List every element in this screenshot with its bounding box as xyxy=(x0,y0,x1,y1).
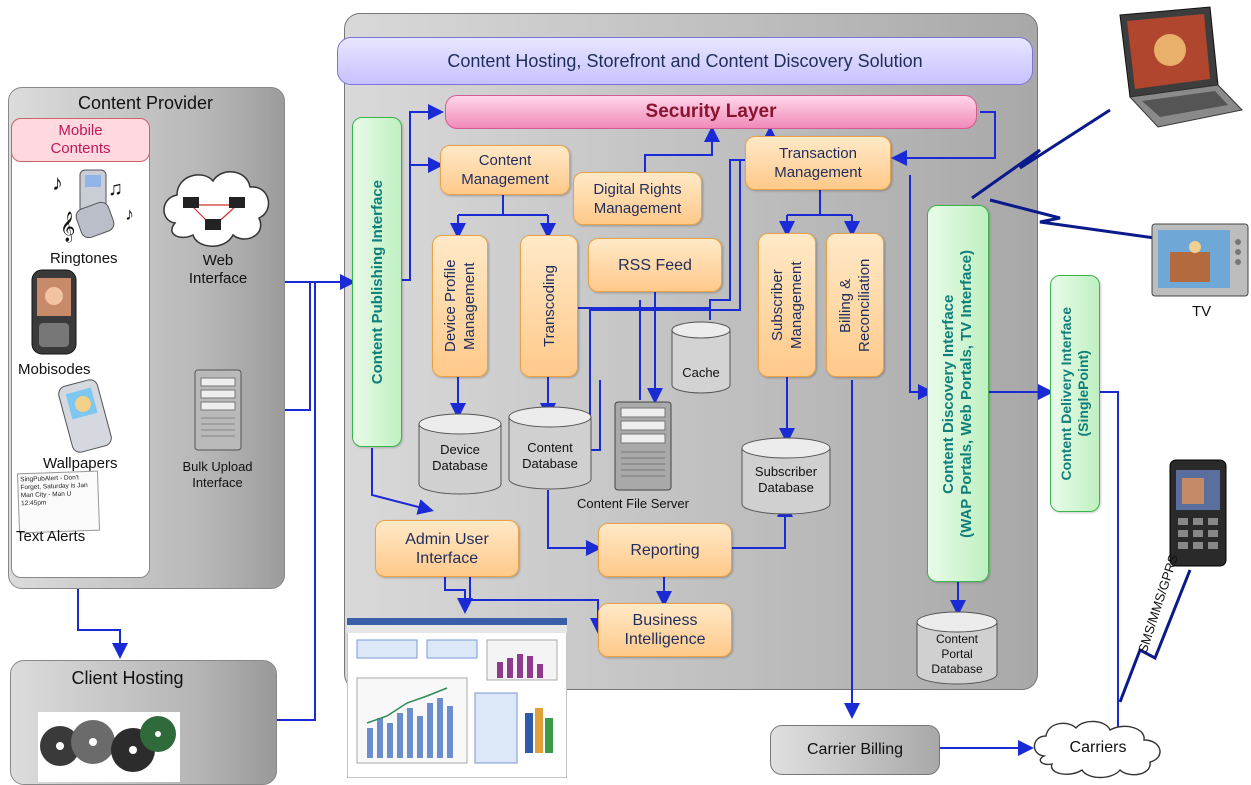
content-file-server-label: Content File Server xyxy=(577,496,689,511)
main-title: Content Hosting, Storefront and Content … xyxy=(337,37,1033,85)
web-interface-text: Web Interface xyxy=(188,252,248,287)
laptop-icon xyxy=(1119,6,1243,128)
content-discovery-line2: (WAP Portals, Web Portals, TV Interface) xyxy=(958,249,975,538)
business-intelligence-box: Business Intelligence xyxy=(598,603,732,657)
content-file-server-icon xyxy=(614,401,672,491)
device-profile-label: Device Profile Management xyxy=(442,259,478,353)
ringtones-phone-icon: ♪ ♫ ♪ 𝄞 xyxy=(52,169,134,243)
reporting-box: Reporting xyxy=(598,523,732,577)
transaction-management-label: Transaction Management xyxy=(774,145,862,181)
wallpapers-label: Wallpapers xyxy=(43,455,118,472)
transcoding-box: Transcoding xyxy=(520,235,578,377)
text-alert-sample: SingPubAlert - Don't Forget, Saturday is… xyxy=(16,470,101,534)
content-management-label: Content Management xyxy=(461,152,549,188)
text-alert-sample-text: SingPubAlert - Don't Forget, Saturday is… xyxy=(20,474,88,508)
content-delivery-label: Content Delivery Interface (SinglePoint) xyxy=(1058,307,1092,481)
device-database-icon xyxy=(418,413,502,495)
transaction-management-box: Transaction Management xyxy=(745,136,891,190)
security-layer: Security Layer xyxy=(445,95,977,129)
mobile-phone-icon xyxy=(1169,459,1227,567)
digital-rights-box: Digital Rights Management xyxy=(573,172,702,225)
subscriber-database-text: Subscriber Database xyxy=(754,464,818,495)
content-discovery-interface: Content Discovery Interface (WAP Portals… xyxy=(927,205,989,582)
device-profile-box: Device Profile Management xyxy=(432,235,488,377)
carriers-label: Carriers xyxy=(1028,735,1168,761)
content-delivery-line2: (SinglePoint) xyxy=(1075,350,1091,437)
bulk-upload-server-icon xyxy=(194,369,242,451)
ringtones-label: Ringtones xyxy=(50,250,118,267)
content-discovery-label: Content Discovery Interface (WAP Portals… xyxy=(940,250,976,538)
transcoding-label: Transcoding xyxy=(540,265,558,347)
billing-reconciliation-label: Billing & Reconciliation xyxy=(837,258,873,352)
carriers-text: Carriers xyxy=(1069,739,1127,756)
client-hosting-title: Client Hosting xyxy=(10,664,245,692)
client-hosting-text: Client Hosting xyxy=(71,667,184,688)
svg-text:♫: ♫ xyxy=(108,178,123,200)
content-discovery-line1: Content Discovery Interface xyxy=(940,293,957,494)
mobile-contents-header: Mobile Contents xyxy=(11,118,150,162)
admin-user-interface-label: Admin User Interface xyxy=(405,530,489,567)
tv-icon xyxy=(1151,223,1249,297)
admin-user-interface-box: Admin User Interface xyxy=(375,520,519,577)
content-management-box: Content Management xyxy=(440,145,570,195)
web-interface-label: Web Interface xyxy=(178,250,258,290)
carrier-billing-label: Carrier Billing xyxy=(806,741,904,758)
web-interface-cloud-icon xyxy=(163,171,270,247)
svg-text:𝄞: 𝄞 xyxy=(60,211,75,243)
content-delivery-interface: Content Delivery Interface (SinglePoint) xyxy=(1050,275,1100,512)
rss-feed-label: RSS Feed xyxy=(618,256,692,274)
business-intelligence-label: Business Intelligence xyxy=(624,612,706,648)
device-database-label: Device Database xyxy=(417,438,503,478)
cache-text: Cache xyxy=(682,364,720,380)
content-publishing-label: Content Publishing Interface xyxy=(368,179,386,385)
carriers-cloud-icon xyxy=(1033,720,1161,779)
cd-discs-icon xyxy=(38,712,180,782)
content-database-text: Content Database xyxy=(522,440,578,471)
mobile-contents-label: Mobile Contents xyxy=(50,122,111,157)
content-portal-database-icon xyxy=(916,611,998,685)
device-database-text: Device Database xyxy=(432,442,488,473)
subscriber-database-label: Subscriber Database xyxy=(740,460,832,500)
wallpapers-phone-icon xyxy=(58,379,112,453)
billing-reconciliation-box: Billing & Reconciliation xyxy=(826,233,884,377)
text-alerts-label: Text Alerts xyxy=(16,528,86,545)
content-portal-database-text: Content Portal Database xyxy=(931,631,983,676)
subscriber-management-box: Subscriber Management xyxy=(758,233,816,377)
cache-label: Cache xyxy=(670,362,732,382)
bulk-upload-text: Bulk Upload Interface xyxy=(182,459,253,490)
svg-text:♪: ♪ xyxy=(52,170,63,195)
digital-rights-label: Digital Rights Management xyxy=(593,180,682,217)
content-database-icon xyxy=(508,406,592,490)
mobisodes-phone-icon xyxy=(31,269,77,355)
dashboard-screenshot-image xyxy=(347,618,567,778)
carrier-billing-box: Carrier Billing xyxy=(770,725,940,775)
subscriber-database-icon xyxy=(741,437,831,515)
subscriber-management-label: Subscriber Management xyxy=(769,261,805,349)
content-portal-database-label: Content Portal Database xyxy=(915,628,999,680)
content-publishing-interface: Content Publishing Interface xyxy=(352,117,402,447)
svg-text:♪: ♪ xyxy=(125,204,134,224)
rss-feed-box: RSS Feed xyxy=(588,238,722,292)
bulk-upload-label: Bulk Upload Interface xyxy=(170,458,265,492)
content-delivery-line1: Content Delivery Interface xyxy=(1058,306,1074,481)
content-provider-title-text: Content Provider xyxy=(77,92,214,113)
cache-database-icon xyxy=(671,321,731,394)
main-title-text: Content Hosting, Storefront and Content … xyxy=(447,50,923,71)
mobisodes-label: Mobisodes xyxy=(18,361,91,378)
reporting-label: Reporting xyxy=(630,541,700,559)
tv-label: TV xyxy=(1192,303,1212,320)
security-layer-label: Security Layer xyxy=(645,101,777,122)
content-provider-title: Content Provider xyxy=(8,90,283,116)
content-database-label: Content Database xyxy=(507,436,593,476)
